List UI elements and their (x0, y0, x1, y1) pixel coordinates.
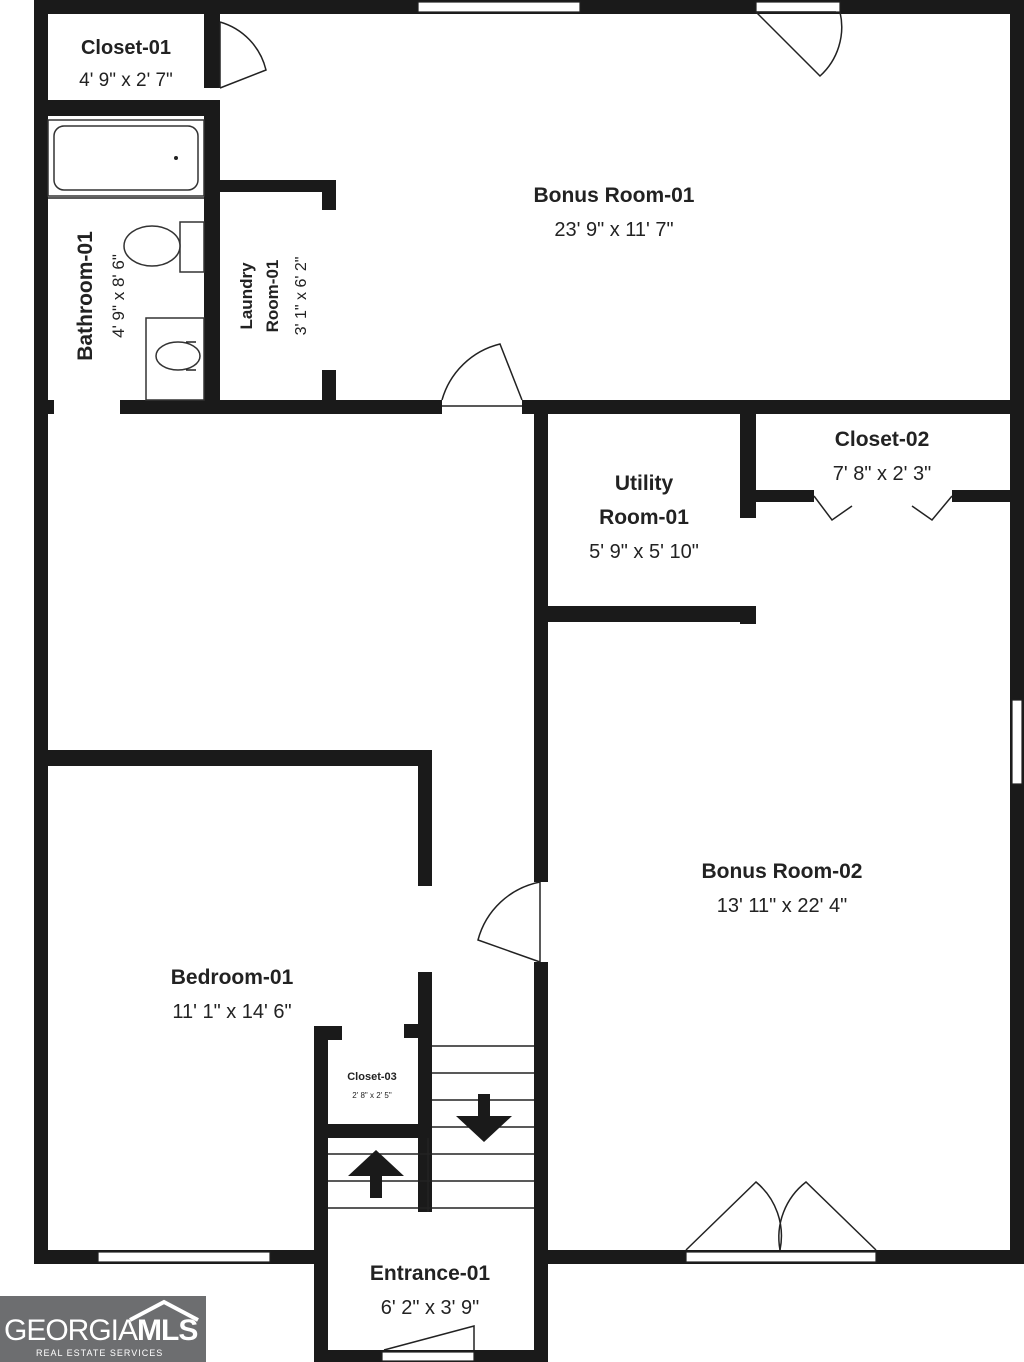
closet01-dims: 4' 9" x 2' 7" (79, 70, 173, 91)
closet02-name: Closet-02 (835, 428, 930, 451)
toilet (179, 221, 205, 273)
closet02-dims: 7' 8" x 2' 3" (833, 463, 932, 485)
window-right (1011, 699, 1023, 785)
georgiamls-logo: GEORGIAMLS REAL ESTATE SERVICES (0, 1296, 206, 1362)
bonus02-dims: 13' 11" x 22' 4" (717, 895, 847, 917)
stairs (328, 1045, 534, 1212)
stair-up-arrow (348, 1150, 404, 1198)
roof-icon (129, 1299, 199, 1322)
closet01-name: Closet-01 (81, 37, 171, 59)
laundry01-dims: 3' 1" x 6' 2" (293, 257, 310, 336)
logo-brand-bold: MLS (137, 1314, 198, 1347)
bathroom01-dims: 4' 9" x 8' 6" (109, 254, 128, 338)
bonus01-dims: 23' 9" x 11' 7" (554, 219, 673, 241)
window-top-1 (417, 1, 581, 13)
bonus01-name: Bonus Room-01 (533, 184, 694, 207)
stair-down-arrow (456, 1094, 512, 1142)
bedroom01-name: Bedroom-01 (171, 966, 294, 989)
closet03-name: Closet-03 (347, 1071, 397, 1083)
doors (219, 11, 953, 1351)
utility01-name-line2: Room-01 (599, 506, 689, 529)
outer-walls (34, 0, 1024, 1362)
entrance-wall-right (534, 1250, 548, 1362)
utility01-dims: 5' 9" x 5' 10" (589, 541, 699, 563)
utility01-name-line1: Utility (615, 472, 674, 495)
window-top-2 (755, 1, 841, 13)
windows (97, 1, 1023, 1362)
entrance-wall-left (314, 1250, 328, 1362)
logo-brand-regular: GEORGIA (4, 1314, 138, 1347)
laundry01-name-line2: Room-01 (263, 260, 282, 333)
closet03-dims: 2' 8" x 2' 5" (352, 1091, 392, 1100)
entrance01-dims: 6' 2" x 3' 9" (381, 1297, 480, 1319)
entrance01-name: Entrance-01 (370, 1262, 491, 1285)
logo-subtitle: REAL ESTATE SERVICES (36, 1348, 164, 1358)
window-bottom-left (97, 1251, 271, 1263)
bedroom01-dims: 11' 1" x 14' 6" (172, 1001, 291, 1023)
window-bottom-right (685, 1251, 877, 1263)
logo-brand: GEORGIAMLS (4, 1314, 198, 1348)
bathroom01-name: Bathroom-01 (74, 231, 97, 361)
interior-walls (34, 0, 1024, 1262)
bonus02-name: Bonus Room-02 (701, 860, 862, 883)
room-labels: Closet-01 4' 9" x 2' 7" Bonus Room-01 23… (74, 37, 931, 1319)
bathroom-fixtures (47, 119, 205, 401)
left-wall (34, 0, 48, 1264)
window-entrance (381, 1351, 475, 1362)
right-wall (1010, 0, 1024, 1264)
laundry01-name-line1: Laundry (237, 262, 256, 330)
